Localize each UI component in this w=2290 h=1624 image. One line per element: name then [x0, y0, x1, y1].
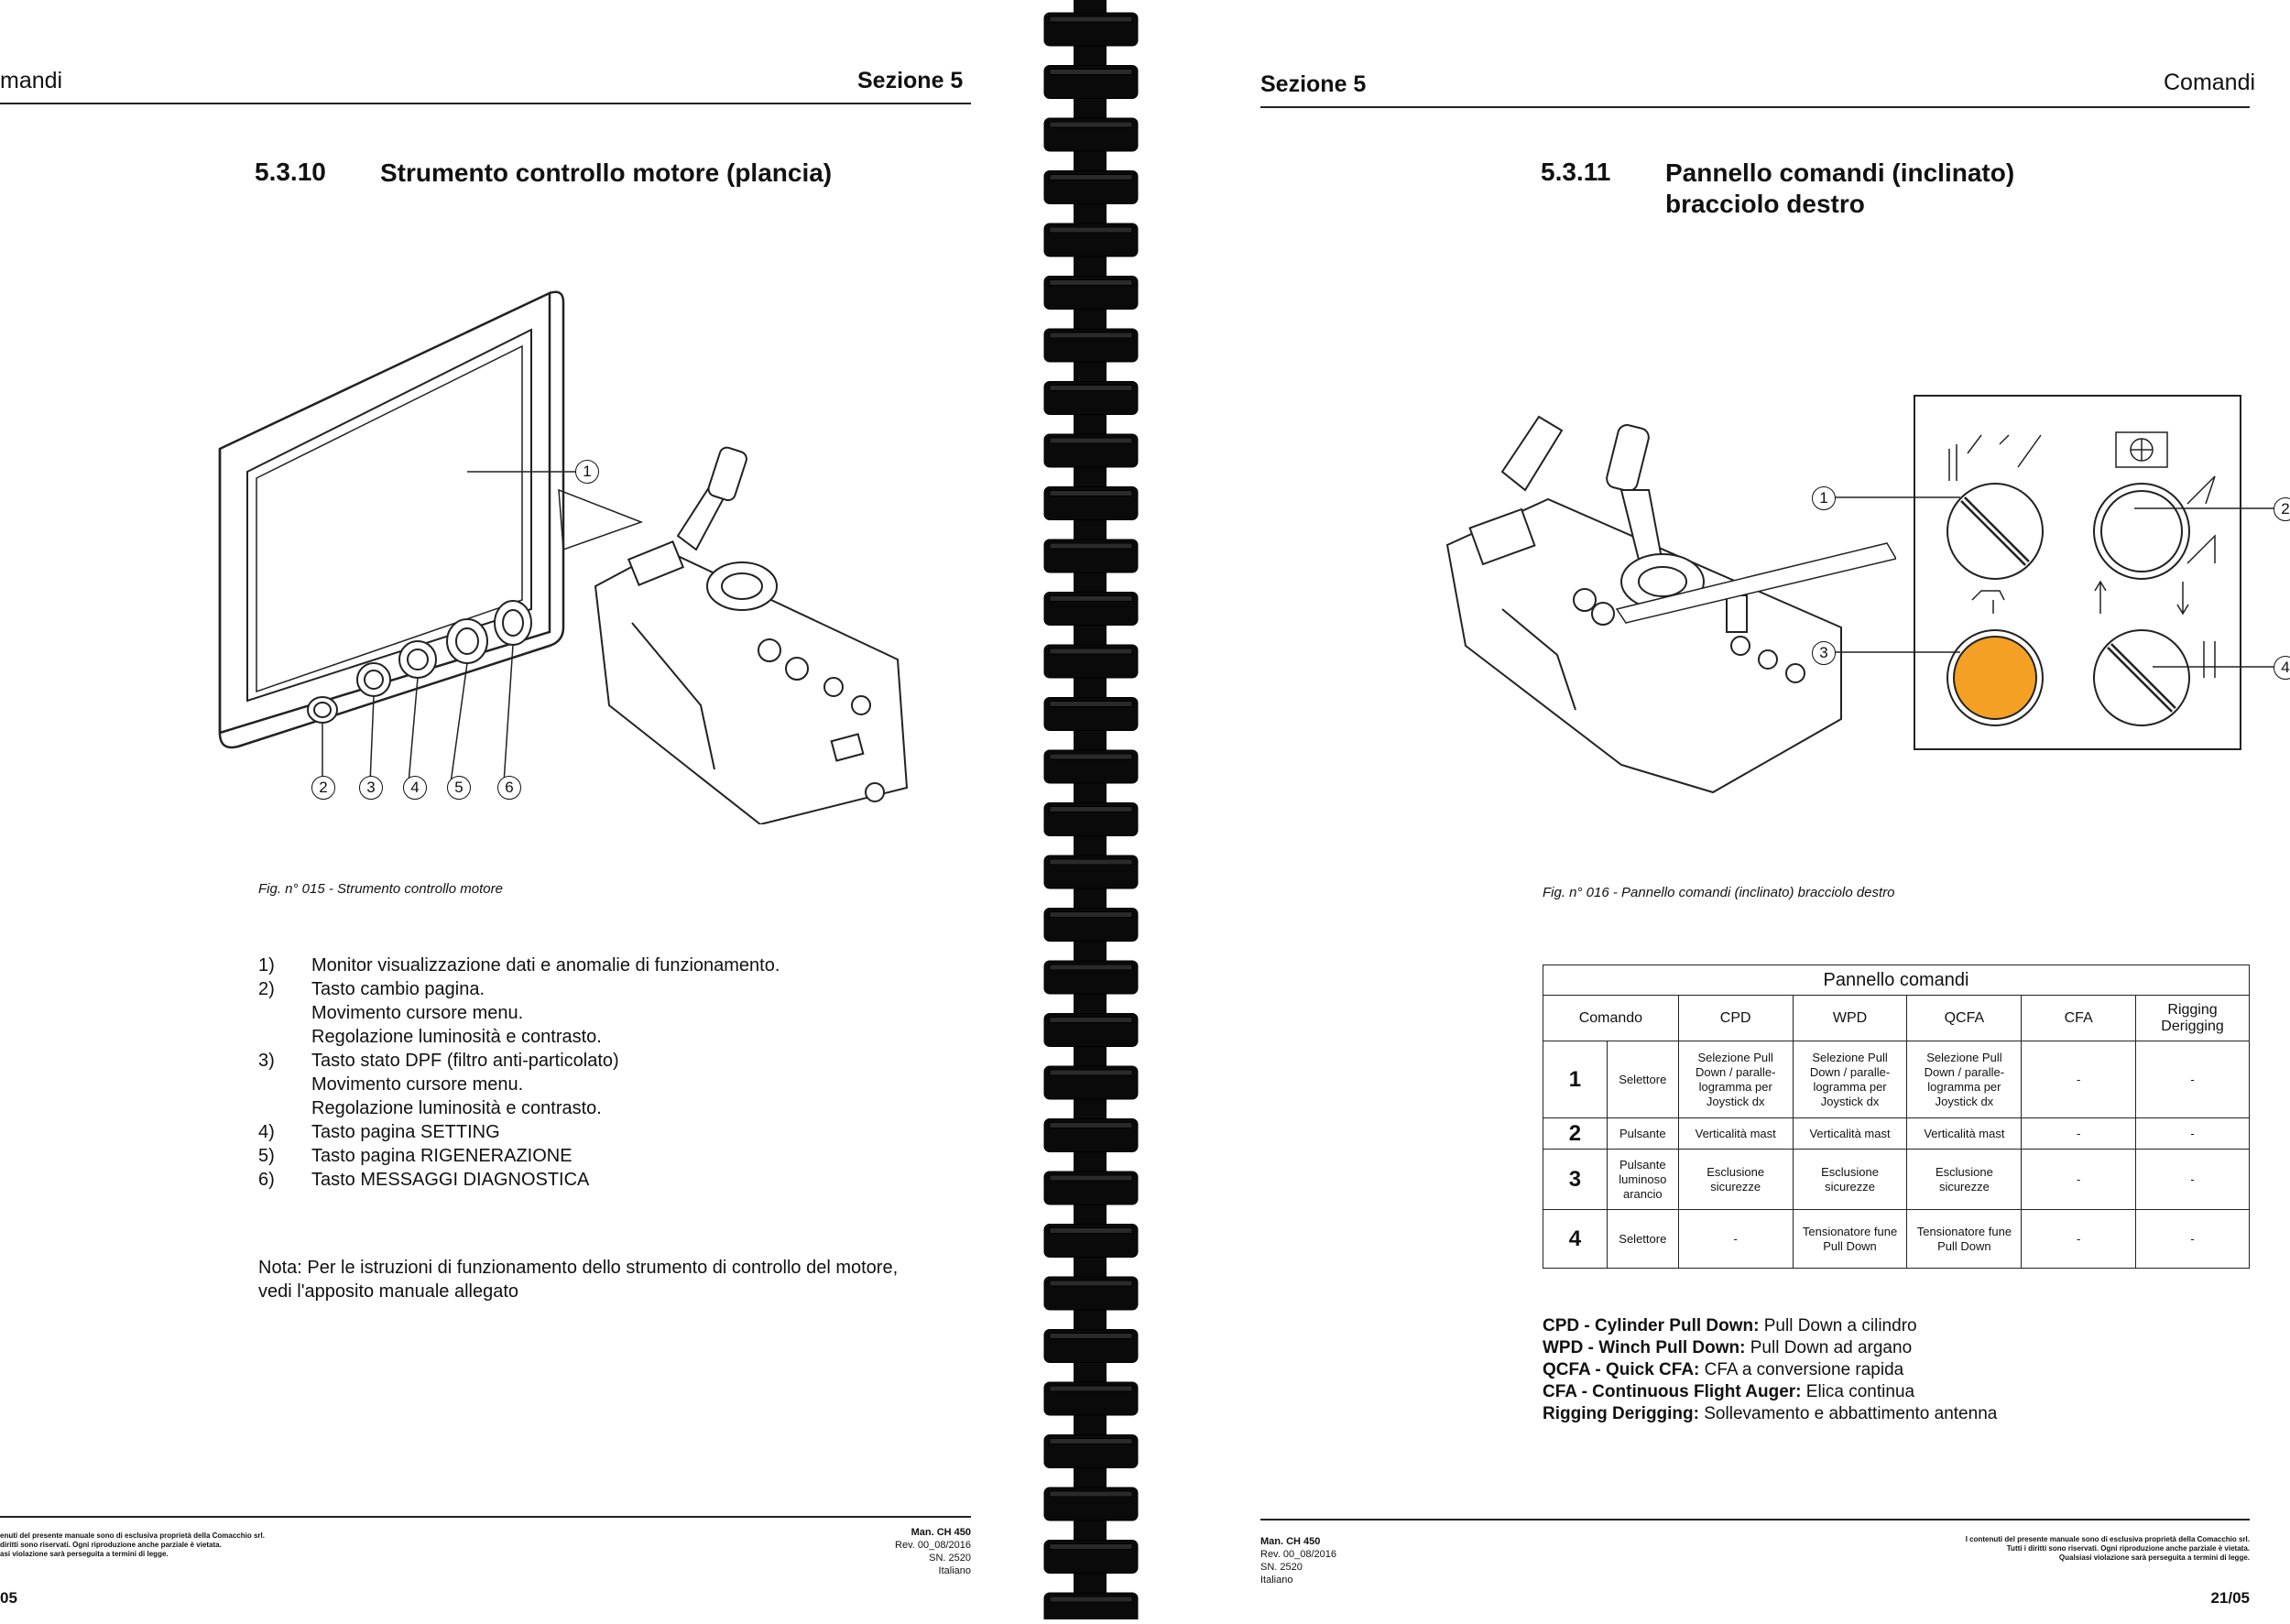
callout-1: 1 [575, 460, 599, 484]
panel-leader-lines [1834, 496, 2274, 668]
col-header-cfa: CFA [2021, 995, 2137, 1041]
callout-3: 3 [1812, 641, 1836, 665]
button-2 [2093, 431, 2216, 580]
footer-manual-info: Man. CH 450 Rev. 00_08/2016 SN. 2520 Ita… [1260, 1536, 1336, 1586]
footer-rule [0, 1516, 971, 1518]
binding-ring-highlight [1049, 1490, 1133, 1498]
callout-6: 6 [497, 776, 521, 800]
col-header-wpd: WPD [1792, 995, 1908, 1041]
abbreviation-legend: CPD - Cylinder Pull Down: Pull Down a ci… [1543, 1315, 2184, 1425]
header-section: Sezione 5 [857, 68, 964, 93]
binding-ring-highlight [1049, 279, 1133, 286]
left-page: mandi Sezione 5 5.3.10 Strumento control… [0, 0, 1017, 1619]
console-sketch [594, 446, 909, 824]
binding-ring-highlight [1049, 437, 1133, 444]
binding-ring-highlight [1049, 1122, 1133, 1128]
binding-ring-highlight [1049, 858, 1133, 866]
binding-ring-highlight [1049, 174, 1133, 180]
section-title: Strumento controllo motore (plancia) [380, 158, 833, 187]
section-title: Pannello comandi (inclinato) bracciolo d… [1665, 158, 2015, 218]
col-header-cpd: CPD [1677, 995, 1794, 1041]
footer-manual-info: Man. CH 450 Rev. 00_08/2016 SN. 2520 Ita… [895, 1527, 971, 1576]
col-header-qcfa: QCFA [1906, 995, 2023, 1041]
selector-1 [1946, 434, 2044, 580]
binding-spine [1017, 0, 1163, 1624]
callout-2: 2 [2274, 497, 2290, 521]
function-list: 1) Monitor visualizzazione dati e anomal… [258, 955, 780, 1190]
section-number: 5.3.10 [255, 158, 326, 186]
legend-item: Rigging Derigging: Sollevamento e abbatt… [1543, 1404, 1998, 1423]
table-row: 2 Pulsante Verticalità mast Verticalità … [1543, 1117, 2250, 1150]
callout-4: 4 [403, 776, 427, 800]
footer-rule [1260, 1519, 2250, 1520]
binding-ring-highlight [1049, 753, 1133, 760]
figure-caption: Fig. n° 015 - Strumento controllo motore [258, 881, 503, 897]
note-line-2: vedi l'apposito manuale allegato [258, 1281, 519, 1302]
right-page: Sezione 5 Comandi 5.3.11 Pannello comand… [1163, 0, 2290, 1619]
table-title: Pannello comandi [1543, 965, 2250, 996]
binding-ring-highlight [1049, 385, 1133, 391]
binding-ring-highlight [1049, 1333, 1133, 1339]
binding-ring-highlight [1049, 806, 1133, 812]
header-chapter: mandi [0, 68, 63, 93]
header-chapter: Comandi [2164, 70, 2256, 95]
legend-item: WPD - Winch Pull Down: Pull Down ad arga… [1543, 1338, 1913, 1357]
binding-ring-highlight [1049, 332, 1133, 339]
binding-ring-highlight [1049, 16, 1133, 23]
col-header-rigging: Rigging Derigging [2135, 995, 2250, 1041]
binding-ring-highlight [1049, 490, 1133, 496]
callout-3: 3 [359, 776, 383, 800]
control-table: Pannello comandi Comando CPD WPD QCFA CF… [1543, 965, 2250, 1269]
page-number: 05 [0, 1589, 17, 1607]
monitor-buttons [307, 600, 532, 724]
binding-ring-highlight [1049, 1174, 1133, 1182]
callout-4: 4 [2274, 656, 2290, 680]
callout-5: 5 [447, 776, 471, 800]
selector-4 [2093, 580, 2216, 726]
binding-ring-highlight [1049, 69, 1133, 75]
binding-ring-highlight [1049, 1280, 1133, 1287]
legend-item: CPD - Cylinder Pull Down: Pull Down a ci… [1543, 1316, 1917, 1335]
comb-binding [1043, 0, 1139, 1624]
binding-ring-highlight [1049, 226, 1133, 234]
table-header-row: Comando CPD WPD QCFA CFA Rigging Deriggi… [1543, 995, 2250, 1041]
page-number: 21/05 [2210, 1589, 2250, 1607]
binding-ring-highlight [1049, 1543, 1133, 1550]
binding-ring-highlight [1049, 595, 1133, 602]
binding-ring-highlight [1049, 542, 1133, 550]
binding-ring-highlight [1049, 701, 1133, 707]
callout-2: 2 [311, 776, 335, 800]
binding-ring-highlight [1049, 911, 1133, 918]
binding-ring-highlight [1049, 1596, 1133, 1603]
note-line-1: Nota: Per le istruzioni di funzionamento… [258, 1258, 899, 1278]
col-header-comando: Comando [1543, 995, 1679, 1041]
binding-ring-highlight [1049, 1438, 1133, 1444]
panel-detail-figure [1914, 395, 2241, 750]
monitor-housing [218, 290, 565, 749]
binding-ring-highlight [1049, 1017, 1133, 1023]
header-section: Sezione 5 [1260, 71, 1367, 97]
armrest-console-figure [1445, 415, 1896, 794]
button-3-orange [1946, 590, 2044, 726]
table-row: 3 Pulsante luminoso arancio Esclusione s… [1543, 1149, 2250, 1210]
binding-ring-highlight [1049, 1069, 1133, 1076]
figure-caption: Fig. n° 016 - Pannello comandi (inclinat… [1543, 885, 1895, 900]
legend-item: CFA - Continuous Flight Auger: Elica con… [1543, 1382, 1915, 1401]
callout-1: 1 [1812, 486, 1836, 510]
footer-legal: I contenuti del presente manuale sono di… [1965, 1535, 2250, 1562]
binding-ring-highlight [1049, 121, 1133, 128]
binding-ring-highlight [1049, 1385, 1133, 1392]
engine-monitor-figure [218, 290, 909, 824]
binding-ring-highlight [1049, 648, 1133, 655]
legend-item: QCFA - Quick CFA: CFA a conversione rapi… [1543, 1360, 1904, 1379]
binding-ring-highlight [1049, 1227, 1133, 1234]
header-rule [1260, 106, 2250, 108]
table-row: 1 Selettore Selezione Pull Down / parall… [1543, 1041, 2250, 1118]
binding-ring-highlight [1049, 964, 1133, 971]
header-rule [0, 103, 971, 104]
table-row: 4 Selettore - Tensionatore fune Pull Dow… [1543, 1209, 2250, 1269]
section-number: 5.3.11 [1541, 158, 1611, 186]
footer-legal: enuti del presente manuale sono di esclu… [0, 1531, 265, 1558]
